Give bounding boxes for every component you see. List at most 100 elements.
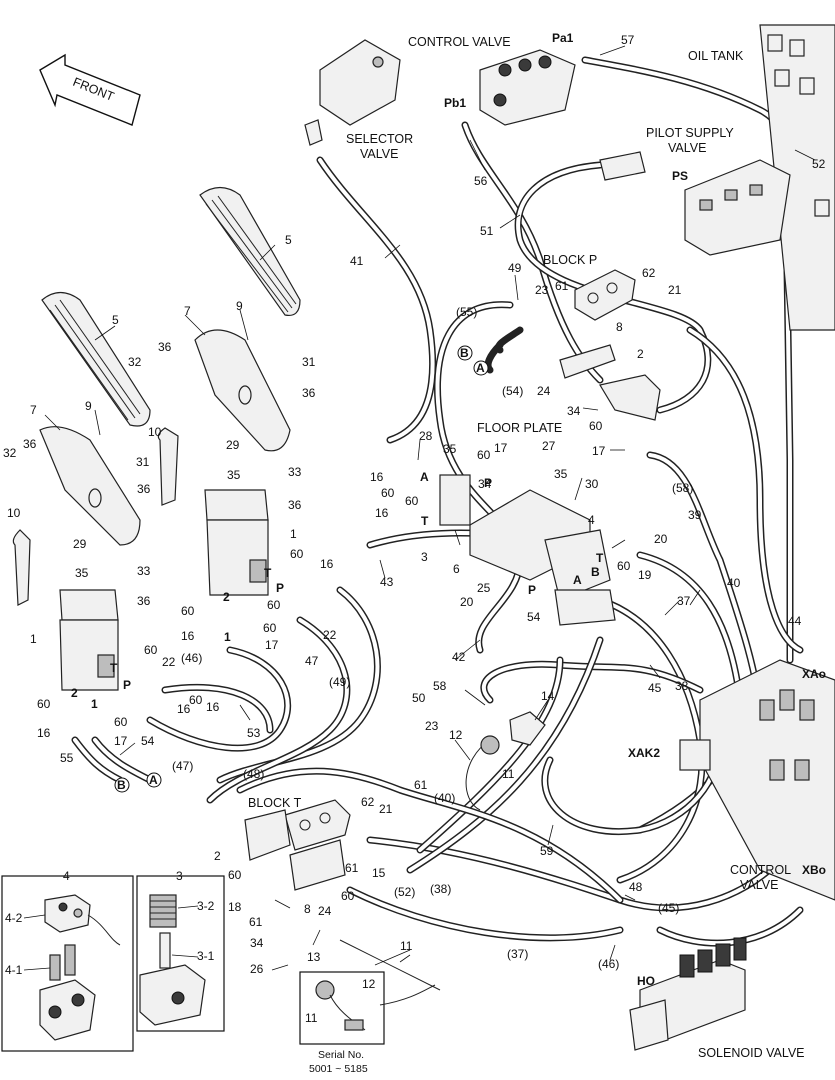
inset-switch-serial — [299, 971, 385, 1045]
callout: 3 — [176, 869, 183, 883]
callout: 36 — [23, 437, 37, 451]
selector-valve — [304, 39, 401, 146]
port-t-right: T — [596, 551, 604, 565]
callout: 35 — [227, 468, 241, 482]
solenoid-valve-title: SOLENOID VALVE — [698, 1046, 805, 1060]
callout: 54 — [527, 610, 541, 624]
callout: 7 — [184, 304, 191, 318]
port-p-floor: P — [484, 476, 492, 490]
callout: 2 — [214, 849, 221, 863]
callout: 17 — [494, 441, 508, 455]
callout: 20 — [460, 595, 474, 609]
callout: 17 — [265, 638, 279, 652]
callout: 24 — [537, 384, 551, 398]
callout: 25 — [477, 581, 491, 595]
callout: 3 — [421, 550, 428, 564]
callout: 27 — [542, 439, 556, 453]
callout: 24 — [318, 904, 332, 918]
callout: 16 — [181, 629, 195, 643]
callout: 22 — [323, 628, 337, 642]
callout: (40) — [434, 791, 455, 805]
callout: 18 — [228, 900, 242, 914]
callout: 19 — [638, 568, 652, 582]
callout: 15 — [372, 866, 386, 880]
callout: 60 — [114, 715, 128, 729]
marker-a-bottom: A — [149, 773, 158, 787]
callout: 57 — [621, 33, 635, 47]
callout: 60 — [589, 419, 603, 433]
callout: 52 — [812, 157, 826, 171]
callout: 28 — [419, 429, 433, 443]
floor-plate — [439, 474, 616, 626]
callout-numbers: 57 52 56 51 5 41 49 23 61 62 21 5 9 7 (5… — [3, 33, 826, 1025]
port-pb1: Pb1 — [444, 96, 466, 110]
callout: 40 — [727, 576, 741, 590]
control-valve-bottom — [679, 659, 835, 901]
callout: 60 — [617, 559, 631, 573]
callout: 16 — [177, 702, 191, 716]
callout-bold: 1 — [91, 697, 98, 711]
callout: 60 — [189, 693, 203, 707]
callout: (45) — [658, 901, 679, 915]
callout: 34 — [567, 404, 581, 418]
callout: 14 — [541, 689, 555, 703]
callout: 36 — [137, 594, 151, 608]
callout: (48) — [243, 767, 264, 781]
front-arrow: FRONT — [39, 53, 141, 126]
callout: 16 — [375, 506, 389, 520]
callout: 3-1 — [197, 949, 215, 963]
callout: (55) — [456, 305, 477, 319]
callout: 9 — [85, 399, 92, 413]
port-t-l1: T — [110, 661, 118, 675]
callout-bold: 1 — [224, 630, 231, 644]
callout: 36 — [302, 386, 316, 400]
callout: 37 — [677, 594, 691, 608]
solenoid-valve — [629, 937, 747, 1051]
callout: 61 — [345, 861, 359, 875]
floor-plate-title: FLOOR PLATE — [477, 421, 562, 435]
pilot-supply-title-1: PILOT SUPPLY — [646, 126, 734, 140]
port-xao: XAo — [802, 667, 826, 681]
callout: 33 — [137, 564, 151, 578]
callout-bold: 2 — [223, 590, 230, 604]
callout: 60 — [263, 621, 277, 635]
right-pedal-assembly — [157, 186, 301, 596]
block-t-title: BLOCK T — [248, 796, 302, 810]
serial-label: Serial No. — [318, 1049, 364, 1061]
callout: 35 — [554, 467, 568, 481]
callout: 56 — [474, 174, 488, 188]
callout: 4-1 — [5, 963, 23, 977]
port-p-r1: P — [276, 581, 284, 595]
callout: 12 — [449, 728, 463, 742]
callout: 60 — [228, 868, 242, 882]
callout: 4-2 — [5, 911, 23, 925]
callout: 61 — [555, 279, 569, 293]
callout: 62 — [642, 266, 656, 280]
marker-b-top: B — [460, 346, 469, 360]
callout: 45 — [648, 681, 662, 695]
leader-lines — [23, 45, 816, 971]
port-ho: HO — [637, 974, 655, 988]
port-t-r1: T — [264, 566, 272, 580]
callout: (47) — [172, 759, 193, 773]
callout: 60 — [405, 494, 419, 508]
callout: 16 — [206, 700, 220, 714]
port-t-floor: T — [421, 514, 429, 528]
port-a-left: A — [420, 470, 429, 484]
callout: 20 — [654, 532, 668, 546]
callout: 42 — [452, 650, 466, 664]
pilot-supply-title-2: VALVE — [668, 141, 706, 155]
callout: 5 — [285, 233, 292, 247]
component-titles: CONTROL VALVE OIL TANK SELECTOR VALVE PI… — [248, 35, 805, 1075]
selector-valve-title-2: VALVE — [360, 147, 398, 161]
hose-lines — [71, 56, 804, 991]
callout: (46) — [181, 651, 202, 665]
callout: 3-2 — [197, 899, 215, 913]
block-t — [244, 799, 351, 891]
callout: 30 — [585, 477, 599, 491]
callout: 35 — [443, 442, 457, 456]
callout: 11 — [400, 939, 413, 953]
callout: 21 — [379, 802, 393, 816]
callout: 8 — [304, 902, 311, 916]
block-p-title: BLOCK P — [543, 253, 597, 267]
